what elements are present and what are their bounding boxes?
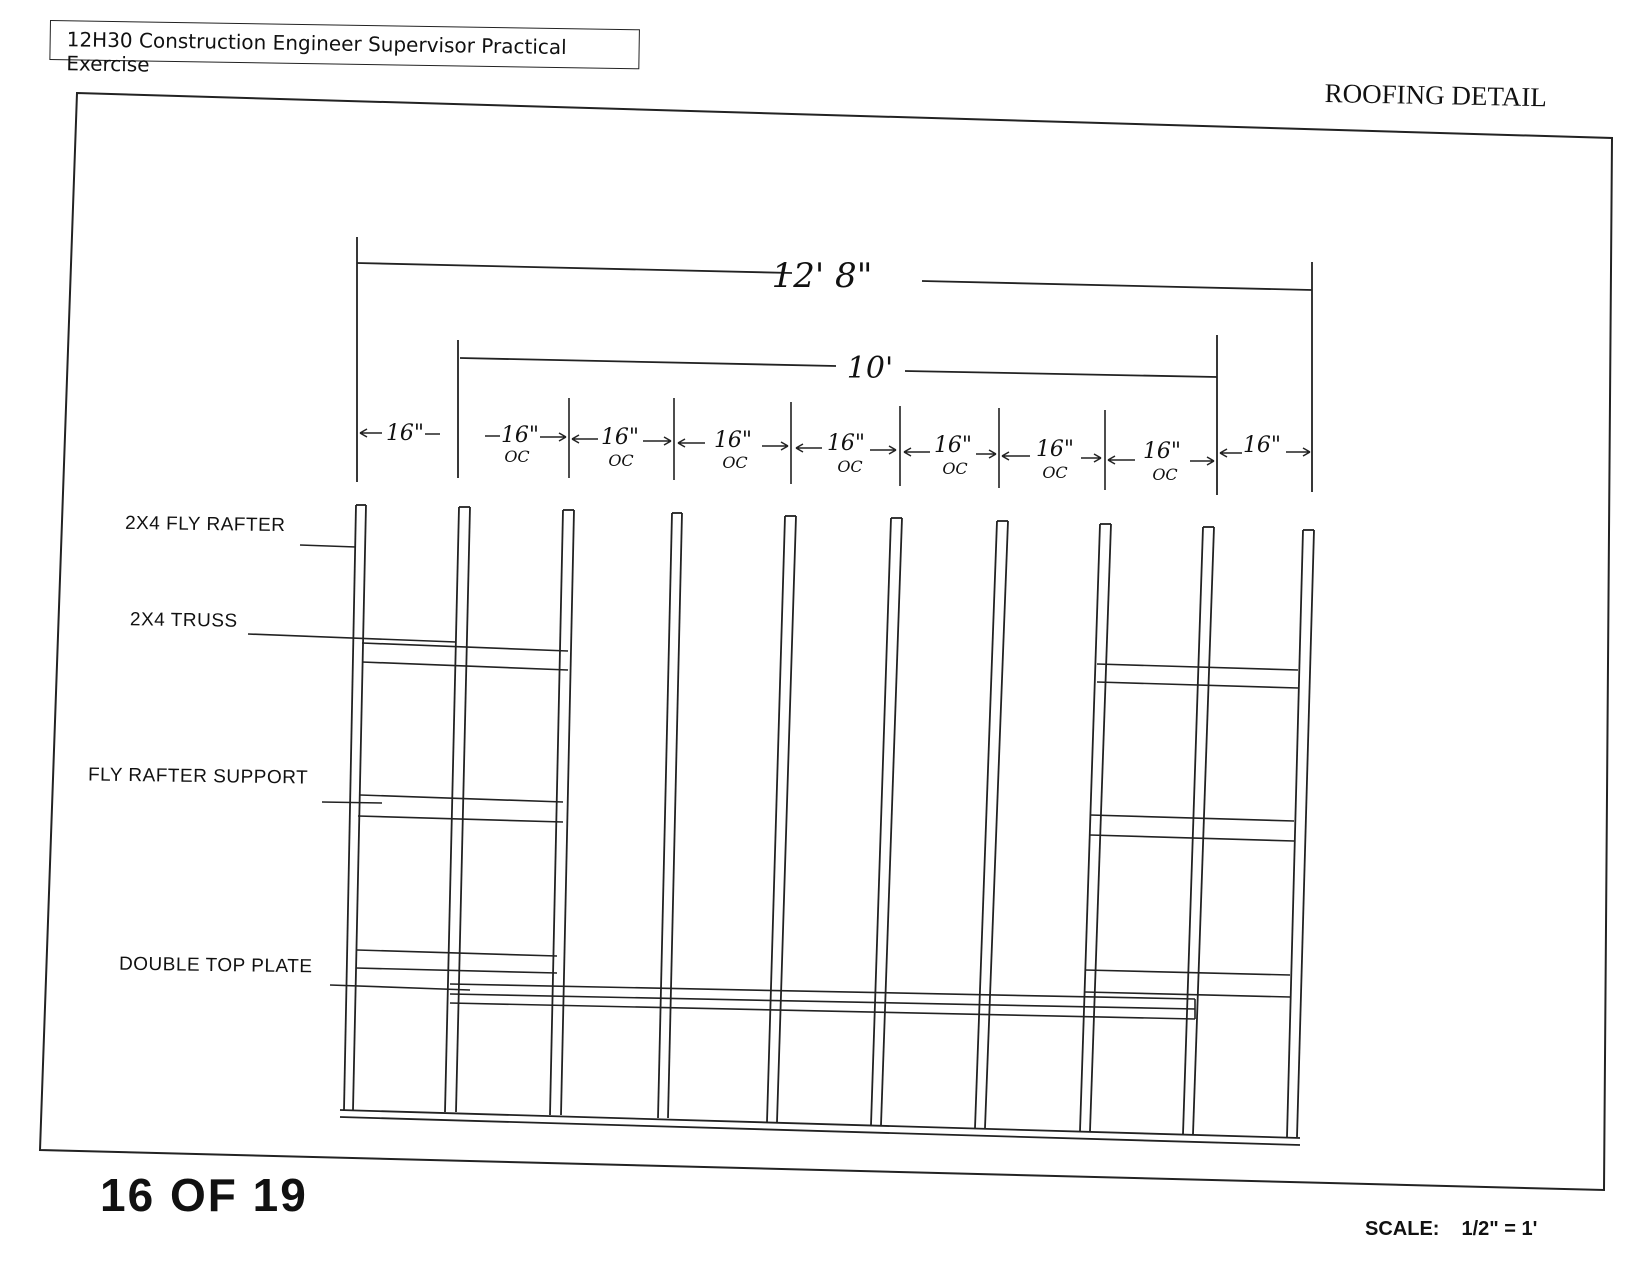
truss-3	[657, 512, 683, 1119]
spacing-sub-2: OC	[504, 447, 529, 466]
spacing-labels: 16" 16" OC 16" OC 16" OC 16" OC 16" OC 1…	[386, 421, 1281, 484]
overall-dimension-label: 12' 8"	[772, 256, 873, 296]
spacing-label-9: 16"	[1243, 433, 1281, 458]
truss-1	[444, 506, 471, 1113]
spacing-label-4: 16"	[714, 428, 752, 453]
spacing-sub-7: OC	[1042, 463, 1067, 482]
double-top-plate	[449, 983, 1196, 1020]
drawing-border	[38, 91, 1614, 1192]
truss-2	[549, 509, 575, 1116]
spacing-sub-8: OC	[1152, 465, 1177, 484]
spacing-label-8: 16"	[1143, 439, 1181, 464]
spacing-arrows	[359, 428, 1311, 466]
spacing-sub-6: OC	[942, 459, 967, 478]
truss-6	[974, 520, 1009, 1129]
callout-double-top-plate: DOUBLE TOP PLATE	[118, 953, 313, 978]
callout-leaders	[247, 544, 471, 991]
spacing-label-5: 16"	[827, 431, 865, 456]
scale-label: SCALE:	[1365, 1218, 1440, 1240]
scale-value: 1/2" = 1'	[1461, 1218, 1538, 1240]
inner-dimension-label: 10'	[847, 351, 893, 386]
page-number: 16 OF 19	[100, 1169, 308, 1221]
truss-5	[870, 517, 903, 1126]
callout-truss: 2X4 TRUSS	[129, 609, 238, 632]
fly-rafter-supports-right	[1084, 663, 1299, 998]
spacing-label-2: 16"	[501, 423, 539, 448]
spacing-ticks	[568, 398, 1106, 490]
spacing-label-6: 16"	[934, 433, 972, 458]
spacing-label-7: 16"	[1036, 437, 1074, 462]
spacing-label-1: 16"	[386, 421, 424, 446]
truss-4	[766, 515, 797, 1123]
bottom-plate	[339, 1109, 1301, 1146]
rafters	[343, 504, 1315, 1138]
truss-7	[1079, 523, 1112, 1132]
truss-8	[1182, 526, 1215, 1135]
inner-dimension	[457, 335, 1218, 495]
spacing-label-3: 16"	[601, 425, 639, 450]
fly-rafter-right	[1286, 529, 1315, 1138]
callout-fly-rafter: 2X4 FLY RAFTER	[124, 512, 286, 537]
scale-note: SCALE: 1/2" = 1'	[1365, 1218, 1537, 1241]
spacing-sub-5: OC	[837, 457, 862, 476]
spacing-sub-4: OC	[722, 453, 747, 472]
callout-fly-rafter-support: FLY RAFTER SUPPORT	[87, 764, 309, 789]
overall-dimension	[356, 237, 1313, 492]
fly-rafter-supports-left	[355, 642, 569, 974]
fly-rafter-left	[343, 504, 367, 1111]
spacing-sub-3: OC	[608, 451, 633, 470]
